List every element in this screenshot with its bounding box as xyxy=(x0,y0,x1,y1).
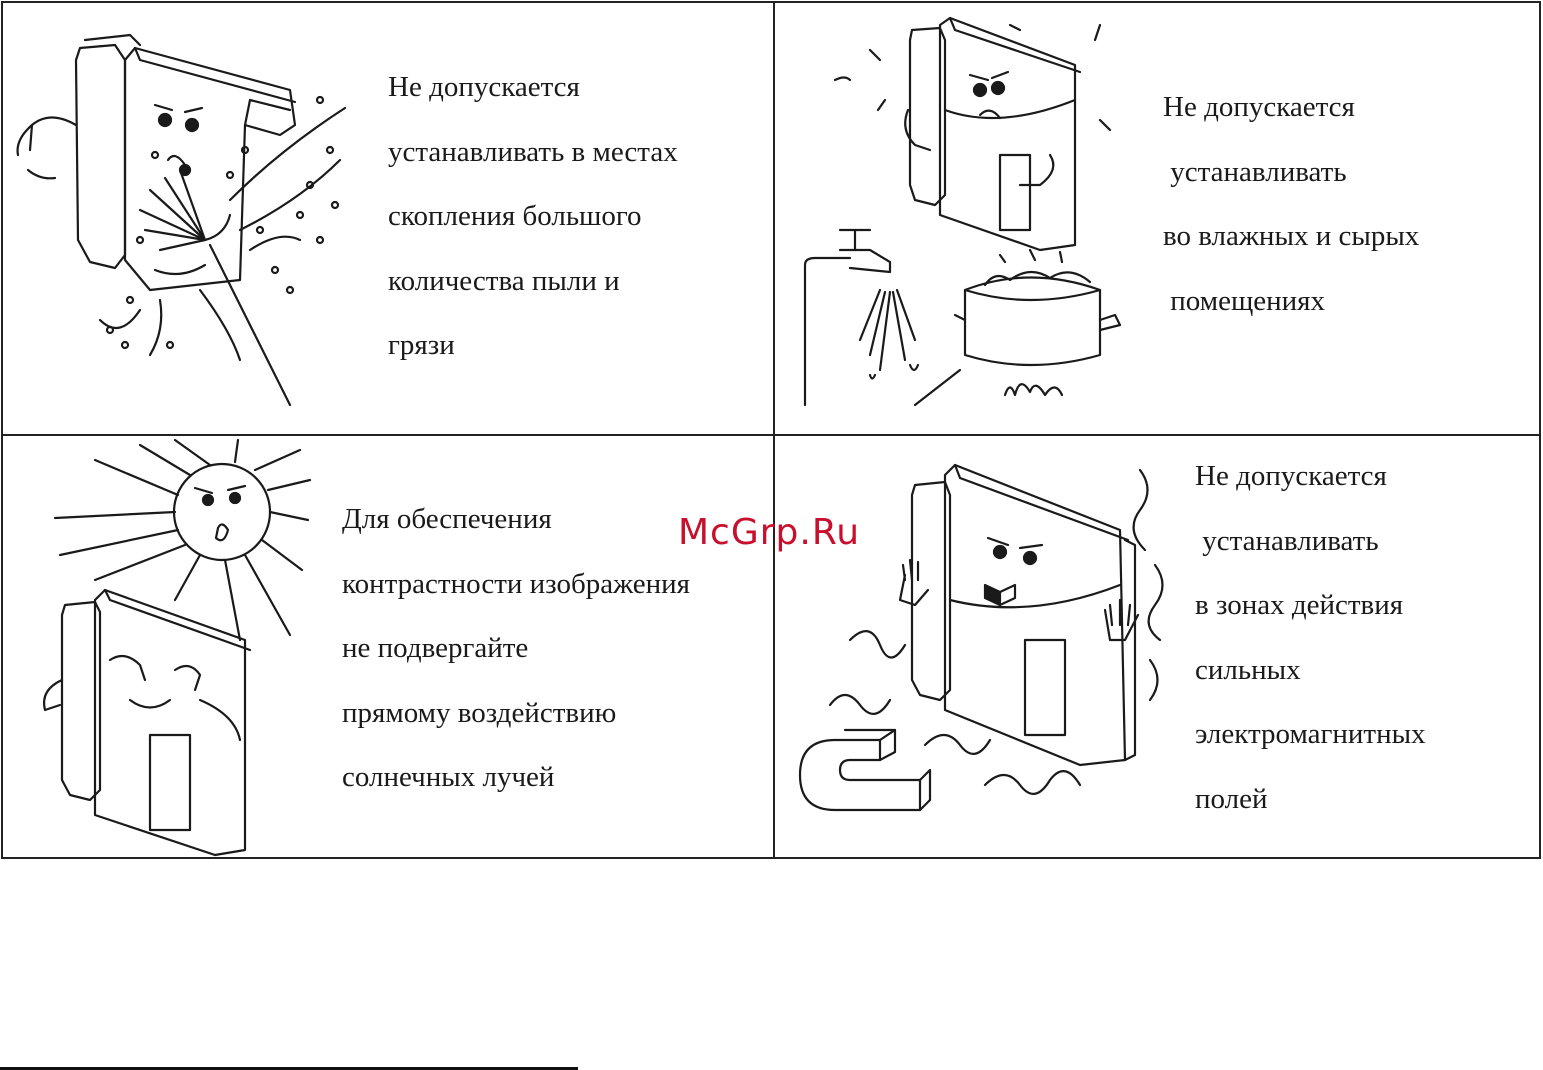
table-divider-vertical xyxy=(773,3,775,857)
text-line: устанавливать xyxy=(1195,524,1379,557)
text-line: сильных xyxy=(1195,653,1301,686)
text-line: не подвергайте xyxy=(342,632,529,664)
intercom-humidity-illustration xyxy=(803,16,1122,407)
text-line: во влажных и сырых xyxy=(1163,220,1420,252)
intercom-dust-illustration xyxy=(16,33,347,407)
text-line: Не допускается xyxy=(388,71,580,103)
text-line: устанавливать в местах xyxy=(388,135,678,168)
text-line: электромагнитных xyxy=(1195,718,1426,750)
text-line: полей xyxy=(1195,782,1268,815)
intercom-sunlight-illustration xyxy=(43,438,312,857)
text-line: прямому воздействию xyxy=(342,696,617,729)
text-line: Не допускается xyxy=(1163,91,1355,123)
panel-humidity-text: Не допускается устанавливать во влажных … xyxy=(1163,75,1419,333)
text-line: устанавливать xyxy=(1163,155,1347,188)
intercom-magnetic-illustration xyxy=(798,463,1164,812)
text-line: количества пыли и xyxy=(388,264,620,297)
panel-magnetic-text: Не допускается устанавливать в зонах дей… xyxy=(1195,444,1426,831)
text-line: солнечных лучей xyxy=(342,761,555,793)
panel-sunlight-text: Для обеспечения контрастности изображени… xyxy=(342,487,690,810)
text-line: контрастности изображения xyxy=(342,567,690,600)
table-divider-horizontal xyxy=(3,434,1539,436)
footnote-rule xyxy=(0,1067,578,1070)
panel-dust-text: Не допускается устанавливать в местах ск… xyxy=(388,55,678,378)
text-line: скопления большого xyxy=(388,200,642,232)
text-line: Для обеспечения xyxy=(342,503,552,535)
text-line: помещениях xyxy=(1163,284,1326,317)
text-line: в зонах действия xyxy=(1195,589,1404,621)
text-line: Не допускается xyxy=(1195,460,1387,492)
warning-table xyxy=(1,1,1541,859)
watermark: McGrp.Ru xyxy=(678,512,861,553)
text-line: грязи xyxy=(388,329,455,361)
